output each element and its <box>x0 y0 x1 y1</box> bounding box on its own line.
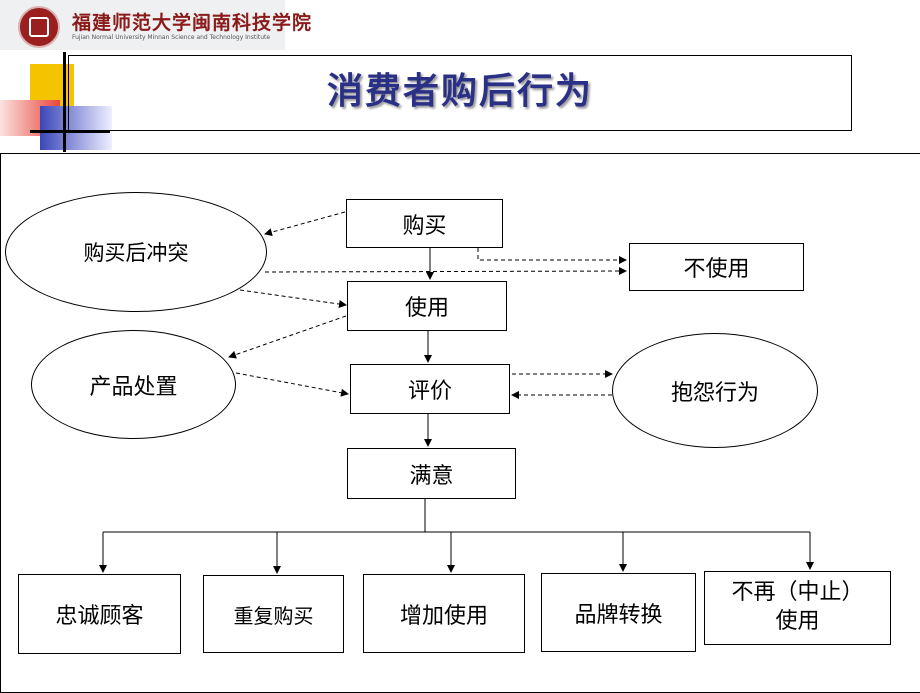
outcome-increased-use: 增加使用 <box>363 574 525 653</box>
outcome-discontinue-use: 不再（中止） 使用 <box>704 571 891 645</box>
university-seal-icon <box>18 6 60 48</box>
not-use-box: 不使用 <box>629 243 804 291</box>
post-purchase-conflict-ellipse: 购买后冲突 <box>5 192 267 312</box>
university-logo: 福建师范大学闽南科技学院 Fujian Normal University Mi… <box>0 0 311 50</box>
outcome-repeat-purchase: 重复购买 <box>203 575 344 653</box>
outcome-discontinue-line1: 不再（中止） <box>731 580 864 606</box>
use-box: 使用 <box>347 281 507 331</box>
purchase-box: 购买 <box>346 199 503 248</box>
outcome-discontinue-line2: 使用 <box>775 609 820 634</box>
product-disposal-ellipse: 产品处置 <box>31 330 236 439</box>
satisfaction-box: 满意 <box>347 448 516 499</box>
outcome-brand-switching: 品牌转换 <box>541 573 696 652</box>
title-frame <box>68 55 852 131</box>
complaint-behavior-ellipse: 抱怨行为 <box>612 333 818 448</box>
accent-horizontal-line <box>30 130 110 133</box>
evaluate-box: 评价 <box>350 364 510 414</box>
logo-text: 福建师范大学闽南科技学院 <box>72 12 313 34</box>
accent-vertical-line <box>63 52 66 152</box>
accent-blue-block <box>40 106 112 150</box>
seal-gate-icon <box>29 17 49 37</box>
page-title: 消费者购后行为 <box>326 70 593 112</box>
outcome-loyal-customer: 忠诚顾客 <box>18 574 181 654</box>
logo-subtext: Fujian Normal University Minnan Science … <box>72 34 271 41</box>
